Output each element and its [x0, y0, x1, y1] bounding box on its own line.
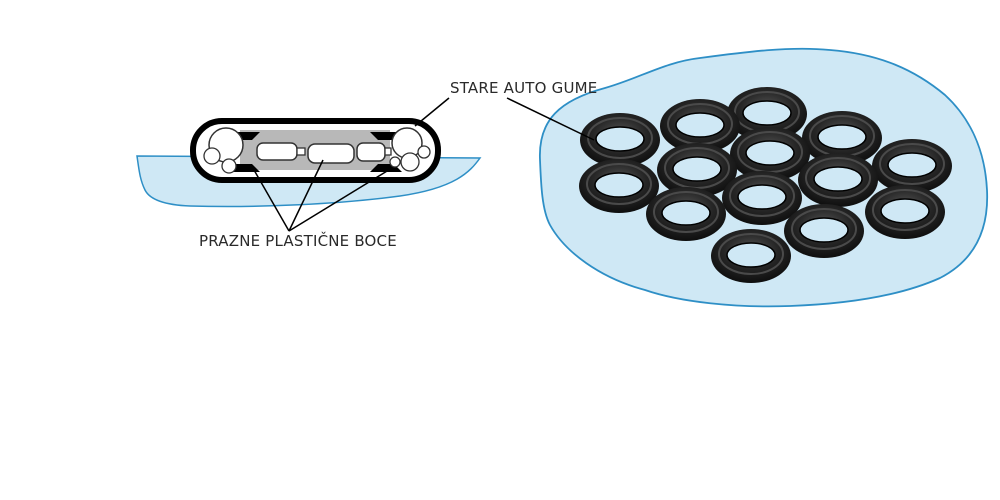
tire-ring-icon	[872, 139, 952, 193]
leader-line	[506, 97, 595, 141]
leader-lines	[253, 97, 595, 232]
tire-ring-icon	[660, 99, 740, 153]
raft-cross-section	[190, 118, 441, 183]
plastic-bottle-icon	[256, 142, 306, 161]
tire-ring-icon	[580, 113, 660, 167]
tire-ring-icon	[727, 87, 807, 141]
tire-ring-icon	[784, 204, 864, 258]
bottle-end-icon	[417, 145, 431, 159]
tire-ring-icon	[646, 187, 726, 241]
tire-ring-icon	[730, 127, 810, 181]
tire-ring-icon	[711, 229, 791, 283]
tire-ring-icon	[579, 159, 659, 213]
plastic-bottle-icon	[356, 142, 392, 162]
tire-ring-icon	[802, 111, 882, 165]
tire-group	[579, 87, 952, 283]
bottle-end-icon	[203, 147, 221, 165]
tire-ring-icon	[798, 153, 878, 207]
leader-line	[288, 167, 393, 232]
label-old-car-tires: STARE AUTO GUME	[450, 79, 598, 97]
plastic-bottle-icon	[307, 143, 355, 164]
tire-ring-icon	[657, 143, 737, 197]
leader-line	[253, 169, 290, 232]
bottle-end-icon	[389, 156, 401, 168]
bottle-end-icon	[400, 152, 420, 172]
tire-ring-icon	[865, 185, 945, 239]
leader-line	[288, 159, 324, 232]
leader-line	[414, 97, 450, 127]
bottle-end-icon	[221, 158, 237, 174]
label-empty-plastic-bottles: PRAZNE PLASTIČNE BOCE	[199, 232, 397, 250]
tire-ring-icon	[722, 171, 802, 225]
